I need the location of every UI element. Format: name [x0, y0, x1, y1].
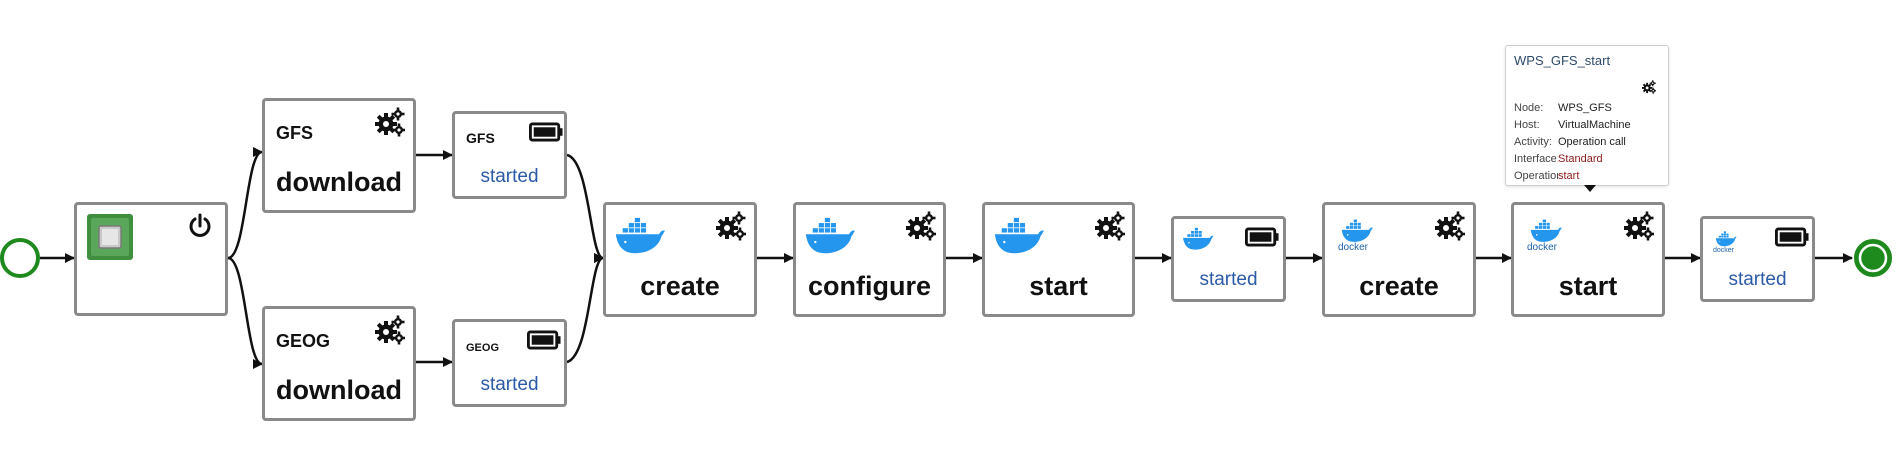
docker-start-node[interactable]: start [982, 202, 1135, 317]
gears-icon [375, 107, 405, 142]
node-subtitle: GFS [466, 130, 495, 146]
connector [227, 147, 263, 260]
tooltip-key: Host: [1514, 119, 1540, 131]
docker-logo-icon: docker [1713, 231, 1739, 254]
docker-whale-icon [614, 217, 666, 260]
node-label: started [480, 166, 539, 187]
connectors [40, 147, 1853, 369]
node-subtitle: GEOG [276, 331, 331, 351]
gears-icon [1642, 80, 1656, 99]
compute-node[interactable] [74, 202, 228, 316]
gears-icon [375, 315, 405, 350]
container-started-node[interactable]: docker started [1700, 216, 1815, 302]
tooltip-key: Interface: [1514, 153, 1558, 165]
gears-icon [1095, 211, 1125, 246]
gears-icon [716, 211, 746, 246]
tooltip-value: start [1558, 170, 1580, 182]
node-label: configure [807, 271, 931, 301]
node-label: started [1199, 269, 1258, 290]
docker-logo-text: docker [1713, 247, 1735, 254]
gears-icon [1435, 211, 1465, 246]
docker-logo-text: docker [1527, 242, 1558, 253]
gfs-download-node[interactable]: GFS download [262, 98, 416, 213]
tooltip-key: Activity: [1514, 136, 1552, 148]
connector [566, 253, 604, 364]
node-label: download [276, 375, 402, 405]
tooltip-row: Activity: Operation call [1514, 136, 1664, 150]
docker-configure-node[interactable]: configure [793, 202, 946, 317]
container-create-node[interactable]: docker create [1322, 202, 1476, 317]
battery-icon [1245, 227, 1279, 252]
node-subtitle: GFS [276, 123, 314, 143]
tooltip-value: Operation call [1558, 136, 1626, 148]
docker-whale-icon [993, 217, 1045, 260]
tooltip-row: Node: WPS_GFS [1514, 102, 1664, 116]
node-label: start [1029, 271, 1088, 301]
docker-create-node[interactable]: create [603, 202, 757, 317]
docker-logo-text: docker [1338, 242, 1369, 253]
power-icon [187, 213, 213, 244]
gears-icon [1624, 211, 1654, 246]
battery-icon [527, 330, 561, 355]
docker-logo-icon: docker [1338, 219, 1376, 253]
node-label: create [640, 271, 720, 301]
gfs-started-node[interactable]: GFS started [452, 111, 567, 199]
docker-logo-icon: docker [1527, 219, 1565, 253]
docker-started-node[interactable]: started [1171, 216, 1286, 302]
tooltip-value: VirtualMachine [1558, 119, 1631, 131]
tooltip-row: Operation: start [1514, 170, 1664, 184]
container-start-node[interactable]: docker start [1511, 202, 1665, 317]
tooltip-key: Operation: [1514, 170, 1558, 182]
start-event[interactable] [0, 238, 40, 278]
end-event-ring [1858, 243, 1888, 273]
tooltip-title: WPS_GFS_start [1514, 53, 1611, 68]
connector [566, 153, 604, 263]
battery-icon [1775, 227, 1809, 252]
tooltip-row: Interface: Standard [1514, 153, 1664, 167]
docker-whale-icon [804, 217, 856, 260]
tooltip-row: Host: VirtualMachine [1514, 119, 1664, 133]
geog-started-node[interactable]: GEOG started [452, 319, 567, 407]
docker-whale-icon [1182, 227, 1214, 256]
battery-icon [529, 122, 563, 147]
node-label: create [1359, 271, 1439, 301]
tooltip-pointer [1584, 185, 1596, 192]
node-label: download [276, 167, 402, 197]
tooltip-value: Standard [1558, 153, 1603, 165]
node-label: start [1558, 271, 1618, 301]
connector [227, 256, 263, 369]
node-label: started [1728, 269, 1787, 290]
tooltip-key: Node: [1514, 102, 1544, 114]
node-label: started [480, 374, 539, 395]
geog-download-node[interactable]: GEOG download [262, 306, 416, 421]
tooltip-value: WPS_GFS [1558, 102, 1612, 114]
node-subtitle: GEOG [466, 342, 500, 354]
gears-icon [906, 211, 936, 246]
node-tooltip: WPS_GFS_start Node: WPS_GFS Host: Virtua… [1505, 45, 1669, 186]
cpu-chip-icon [87, 214, 133, 265]
